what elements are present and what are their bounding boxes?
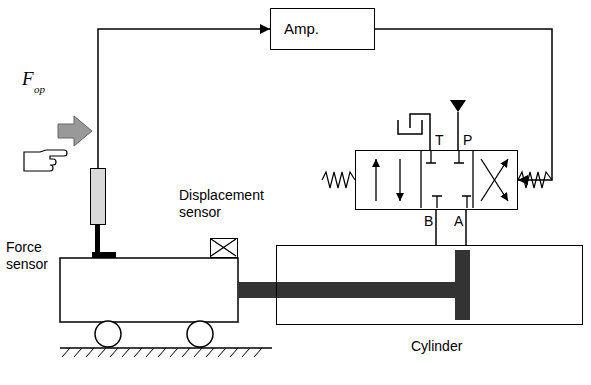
port-label: P: [463, 132, 472, 149]
port-label: T: [435, 132, 444, 149]
pressure-source: [450, 100, 466, 112]
wheel: [95, 321, 121, 347]
port-label: A: [454, 213, 463, 230]
valve-symbol-line: [481, 159, 508, 201]
port-label: B: [424, 213, 433, 230]
tank-symbol: [398, 120, 422, 134]
valve-symbol-line: [399, 159, 400, 201]
valve-symbol-line: [375, 159, 376, 201]
ground-hatch: [62, 348, 262, 357]
valve-spring: [322, 172, 355, 188]
valve-symbol-line: [211, 239, 236, 256]
box-label: Amp.: [284, 20, 319, 37]
signal-wire: [435, 210, 437, 245]
node-symbol: [211, 239, 237, 257]
part-label: Force sensor: [6, 239, 66, 273]
cart-body: [60, 258, 238, 322]
piston-rod: [238, 282, 455, 298]
pressure-line: [457, 112, 459, 150]
cylinder-body: Cylinder: [276, 245, 583, 325]
signal-wire: [465, 210, 467, 245]
hand-icon: [24, 150, 67, 171]
wheel: [187, 321, 213, 347]
sensor-base: [92, 252, 116, 258]
directional-valve: TPBA: [355, 150, 518, 210]
valve-symbol-line: [426, 151, 471, 208]
part-label: Displacement sensor: [179, 187, 279, 221]
node-symbol: [356, 151, 517, 209]
tank-line: [410, 114, 430, 150]
force-symbol: F: [22, 68, 34, 90]
force-subscript: op: [34, 83, 45, 96]
part-label: Cylinder: [411, 338, 462, 355]
valve-symbol-line: [421, 151, 473, 208]
force-sensor: Force sensor: [90, 168, 106, 225]
piston: [455, 250, 470, 320]
force-arrow: [58, 116, 92, 146]
displacement-sensor: Displacement sensor: [210, 238, 238, 258]
amplifier-box: Amp.: [270, 8, 375, 50]
valve-symbol-line: [481, 159, 508, 201]
signal-wire: [98, 29, 270, 168]
